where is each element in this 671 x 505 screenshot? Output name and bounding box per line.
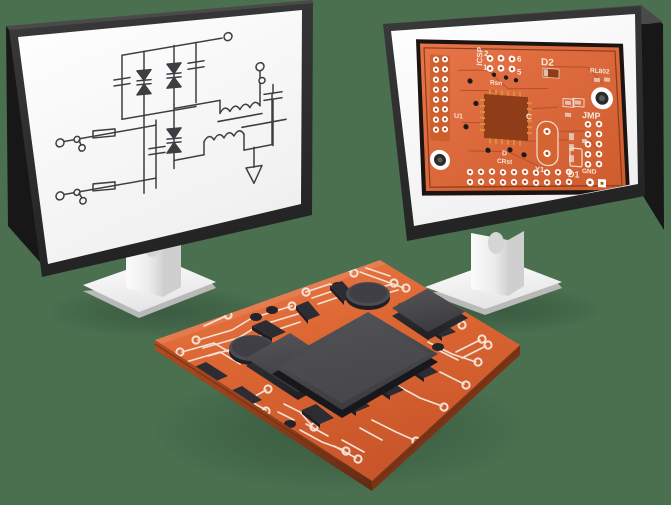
- stand-neck-side: [508, 231, 524, 296]
- board-edge-left: [155, 340, 372, 491]
- pcb-vias: [463, 72, 527, 158]
- silk-6: 6: [517, 54, 522, 63]
- silk-jmp: JMP: [582, 110, 600, 121]
- silk-u1: U1: [454, 113, 463, 121]
- monitor-schematic-top-edge: [6, 0, 314, 30]
- pcb-header-bottom: [466, 168, 573, 186]
- silk-d: D: [502, 150, 507, 157]
- silk-y1: Y1: [535, 165, 544, 175]
- board-highlight: [155, 260, 386, 344]
- pcb-header-icsp: [486, 54, 516, 73]
- monitor-schematic-screen: [18, 10, 302, 264]
- pcb-component-d2: [542, 67, 560, 79]
- silk-c: C: [526, 112, 532, 121]
- silk-crst: CRst: [497, 158, 513, 166]
- pcb-mounting-holes: [430, 87, 613, 170]
- stand-neck-detail: [488, 232, 504, 254]
- silk-icsp: ICSP: [475, 46, 485, 66]
- monitor-schematic[interactable]: [6, 0, 314, 318]
- monitor-pcb-right-edge: [641, 9, 664, 230]
- pcb-header-jmp: [584, 120, 603, 168]
- pcb-header-left: [430, 54, 450, 142]
- pcb-component-d1: [569, 147, 583, 168]
- pcb-smd-outline: [562, 97, 585, 108]
- monitor-pcb-stand: [425, 231, 562, 315]
- silk-2: 2: [484, 49, 489, 58]
- pcb-chip-footprint: [480, 89, 532, 146]
- silk-gnd: GND: [582, 168, 597, 176]
- board-capacitor-2: [346, 282, 390, 310]
- silk-rl802: RL802: [590, 67, 610, 75]
- board-edge-right: [372, 345, 520, 491]
- silk-d2: D2: [541, 57, 554, 69]
- main-board[interactable]: [154, 259, 521, 491]
- pcb-layout-image: ICSP 2 1 6 5 D2 RL802 Rsn U1 C JMP D CRs…: [416, 39, 630, 196]
- pcb-board-trace-border: [423, 47, 623, 188]
- silk-5: 5: [517, 67, 522, 76]
- pcb-component-rl802: [594, 77, 610, 83]
- silk-d1: D1: [568, 169, 580, 180]
- board-edge-lamination: [154, 343, 521, 486]
- monitor-pcb-layout[interactable]: ICSP 2 1 6 5 D2 RL802 Rsn U1 C JMP D CRs…: [383, 5, 664, 315]
- silk-1: 1: [483, 63, 488, 72]
- pcb-gnd-pads: [586, 178, 606, 188]
- chip-main-processor[interactable]: [272, 312, 438, 418]
- silk-rsn: Rsn: [490, 79, 502, 87]
- stand-neck-side: [163, 234, 181, 297]
- pcb-component-y1: [536, 120, 559, 167]
- pcb-silkscreen-text: ICSP 2 1 6 5 D2 RL802 Rsn U1 C JMP D CRs…: [454, 46, 610, 180]
- circuit-schematic-drawing: [55, 31, 287, 205]
- board-artwork: [155, 260, 493, 464]
